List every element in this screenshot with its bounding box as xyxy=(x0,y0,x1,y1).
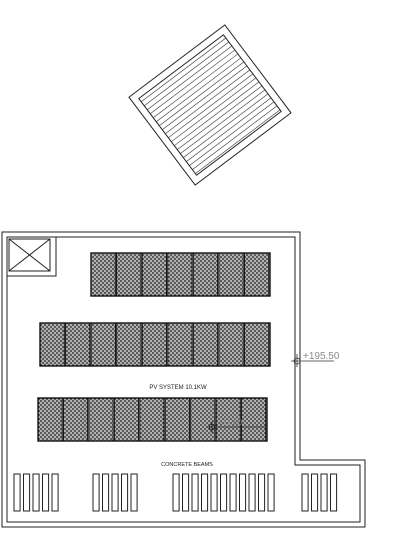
concrete-beam xyxy=(130,473,138,512)
concrete-beam xyxy=(239,473,247,512)
concrete-beam xyxy=(258,473,266,512)
pv-panel xyxy=(65,322,91,367)
roof-stripe xyxy=(186,97,272,162)
concrete-beam xyxy=(111,473,119,512)
rotated-roof-block xyxy=(128,24,292,186)
rotated-roof-stripes xyxy=(141,37,281,174)
pv-system-label: PV SYSTEM 10.1KW xyxy=(149,385,207,391)
concrete-beam xyxy=(201,473,209,512)
roof-stripe xyxy=(141,37,227,102)
concrete-beam xyxy=(267,473,275,512)
roof-stripe xyxy=(153,53,239,118)
roof-stripe xyxy=(189,101,275,166)
roof-stripe xyxy=(171,77,257,142)
beam-group-1 xyxy=(13,473,59,512)
elevation-marker-small: +11.60 xyxy=(206,418,266,433)
concrete-beam xyxy=(301,473,309,512)
concrete-beam xyxy=(32,473,40,512)
pv-panel xyxy=(218,252,244,297)
roof-stripe xyxy=(162,65,248,130)
concrete-beam xyxy=(210,473,218,512)
roof-stripe xyxy=(150,49,236,114)
roof-stripe xyxy=(180,89,266,154)
concrete-beam xyxy=(121,473,129,512)
concrete-beam xyxy=(182,473,190,512)
concrete-beam xyxy=(320,473,328,512)
roof-stripe xyxy=(177,85,263,150)
beam-group-2 xyxy=(92,473,138,512)
concrete-beams xyxy=(13,473,338,512)
pv-panel xyxy=(241,397,267,442)
pv-panel xyxy=(141,252,168,297)
roof-stripe xyxy=(147,45,233,110)
pv-arrays xyxy=(37,252,271,442)
roof-stripe xyxy=(144,41,230,106)
concrete-beam xyxy=(13,473,21,512)
roof-stripe xyxy=(195,109,281,174)
concrete-beam xyxy=(51,473,59,512)
pv-panel xyxy=(164,397,190,442)
svg-text:+11.60: +11.60 xyxy=(218,418,243,427)
beam-group-4 xyxy=(301,473,338,512)
roof-stripe xyxy=(192,105,278,170)
pv-array-bottom xyxy=(37,397,268,442)
pv-panel xyxy=(192,322,219,367)
concrete-beam xyxy=(248,473,256,512)
concrete-beam xyxy=(42,473,50,512)
pv-panel xyxy=(190,397,216,442)
rotated-roof-outer xyxy=(128,24,292,186)
pv-array-frame xyxy=(39,322,271,367)
pv-panel xyxy=(116,322,142,367)
concrete-beam xyxy=(92,473,100,512)
roof-stripe xyxy=(165,69,251,134)
svg-text:+195.50: +195.50 xyxy=(303,351,340,362)
pv-panel xyxy=(243,322,270,367)
roof-stripe xyxy=(174,81,260,146)
elevation-marker-main: +195.50 xyxy=(291,351,340,367)
concrete-beam xyxy=(23,473,31,512)
pv-array-frame xyxy=(90,252,271,297)
concrete-beam xyxy=(311,473,319,512)
pv-panel xyxy=(39,322,65,367)
pv-panel xyxy=(243,252,270,297)
pv-panel xyxy=(116,252,142,297)
roof-stripe xyxy=(183,93,269,158)
concrete-beam xyxy=(172,473,180,512)
beam-group-3 xyxy=(172,473,275,512)
pv-panel xyxy=(37,397,63,442)
roof-stripe xyxy=(156,57,242,122)
pv-panel xyxy=(141,322,168,367)
pv-panel xyxy=(90,252,116,297)
concrete-beam xyxy=(191,473,199,512)
pv-panel xyxy=(139,397,165,442)
pv-panel xyxy=(113,397,140,442)
concrete-beam xyxy=(102,473,110,512)
roof-stripe xyxy=(168,73,254,138)
roof-stripe xyxy=(159,61,245,126)
pv-panel xyxy=(218,322,244,367)
pv-panel xyxy=(62,397,89,442)
concrete-beam xyxy=(229,473,237,512)
pv-panel xyxy=(90,322,116,367)
pv-panel xyxy=(192,252,219,297)
pv-array-middle xyxy=(39,322,271,367)
concrete-beam xyxy=(220,473,228,512)
pv-panel xyxy=(88,397,114,442)
pv-array-top xyxy=(90,252,271,297)
concrete-beam xyxy=(330,473,338,512)
pv-panel xyxy=(167,252,193,297)
roof-hatch xyxy=(7,237,57,277)
pv-panel xyxy=(167,322,193,367)
building-outer-wall xyxy=(1,231,366,528)
concrete-beams-label: CONCRETE BEAMS xyxy=(161,462,213,468)
rotated-roof-inner xyxy=(138,34,282,176)
building-inner-wall xyxy=(6,236,361,523)
pv-array-frame xyxy=(37,397,268,442)
